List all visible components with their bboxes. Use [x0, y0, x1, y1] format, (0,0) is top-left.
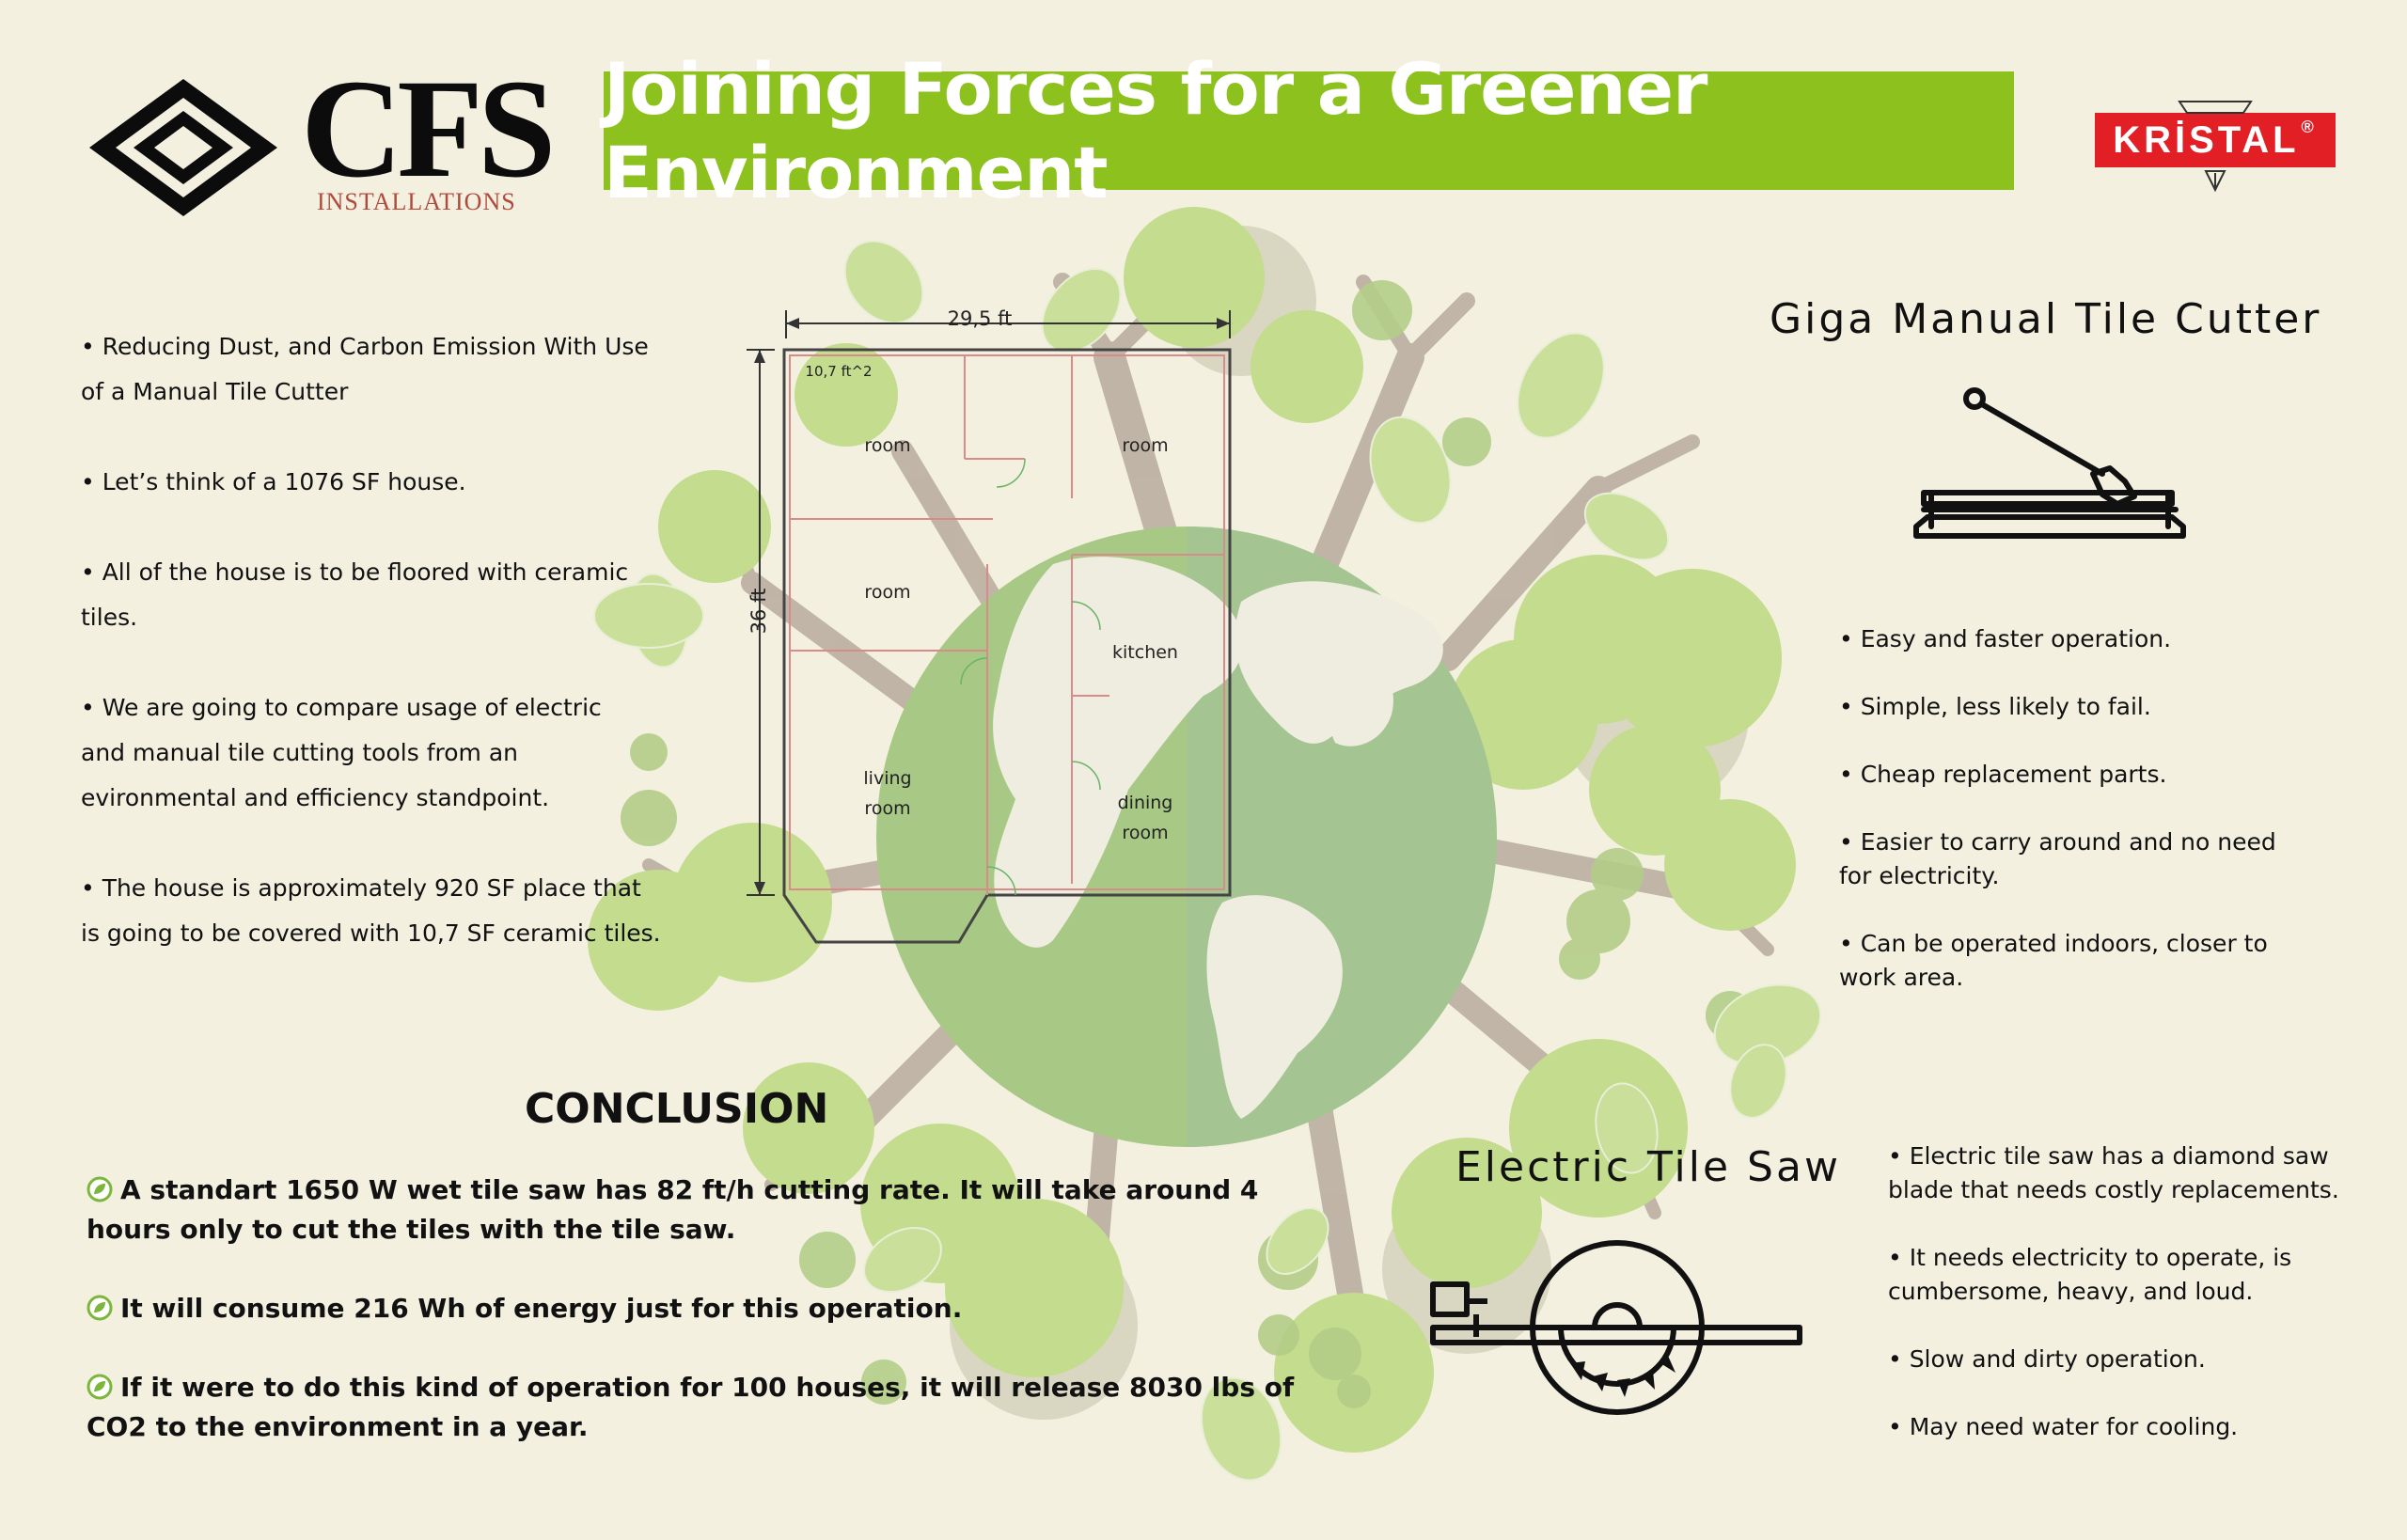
tile-size-label: 10,7 ft^2: [805, 363, 872, 380]
registered-mark: ®: [2301, 117, 2318, 136]
manual-benefit-item: • Can be operated indoors, closer to wor…: [1839, 930, 2268, 991]
width-label: 29,5 ft: [948, 307, 1013, 330]
conclusion-item: It will consume 216 Wh of energy just fo…: [81, 1289, 1303, 1328]
room-label: room: [864, 582, 910, 603]
manual-cutter-title: Giga Manual Tile Cutter: [1770, 295, 2322, 343]
intro-item: • We are going to compare usage of elect…: [81, 694, 602, 811]
electric-saw-title: Electric Tile Saw: [1455, 1143, 1841, 1191]
electric-drawback-item: • Slow and dirty operation.: [1888, 1345, 2206, 1373]
manual-benefits-list: • Easy and faster operation. • Simple, l…: [1839, 622, 2281, 1029]
tile-saw-icon: [1430, 1240, 1802, 1415]
kristal-logo-text: KRİSTAL: [2113, 118, 2300, 161]
floor-plan: 29,5 ft 36 ft 10,7 ft^2 room room room k…: [747, 307, 1232, 944]
electric-drawback-item: • Electric tile saw has a diamond saw bl…: [1888, 1142, 2339, 1203]
manual-tile-cutter-icon: [1913, 387, 2186, 539]
intro-item: • The house is approximately 920 SF plac…: [81, 874, 661, 947]
dining-room-label: dining: [1118, 793, 1173, 813]
living-room-label: living: [863, 768, 911, 789]
intro-item: • Let’s think of a 1076 SF house.: [81, 468, 466, 495]
manual-benefit-item: • Easy and faster operation.: [1839, 625, 2172, 652]
electric-drawback-item: • It needs electricity to operate, is cu…: [1888, 1244, 2292, 1305]
leaf-bullet-icon: [87, 1176, 113, 1202]
conclusion-text: A standart 1650 W wet tile saw has 82 ft…: [87, 1174, 1259, 1245]
electric-drawbacks-list: • Electric tile saw has a diamond saw bl…: [1888, 1139, 2377, 1478]
cfs-diamond-icon: [89, 79, 277, 216]
intro-item: • Reducing Dust, and Carbon Emission Wit…: [81, 333, 649, 405]
kristal-logo: KRİSTAL ®: [2095, 101, 2336, 199]
page-title: Joining Forces for a Greener Environment: [604, 47, 2014, 214]
dining-room-label: room: [1122, 823, 1168, 843]
cfs-logo-subtitle: INSTALLATIONS: [317, 188, 516, 215]
conclusion-list: A standart 1650 W wet tile saw has 82 ft…: [81, 1171, 1303, 1486]
conclusion-text: If it were to do this kind of operation …: [87, 1372, 1295, 1442]
living-room-label: room: [864, 798, 910, 819]
intro-item: • All of the house is to be floored with…: [81, 558, 629, 631]
room-label: room: [1122, 435, 1168, 456]
cfs-logo-text: CFS: [301, 51, 556, 207]
height-label: 36 ft: [747, 589, 770, 635]
conclusion-item: If it were to do this kind of operation …: [81, 1368, 1303, 1447]
manual-benefit-item: • Cheap replacement parts.: [1839, 761, 2167, 788]
electric-drawback-item: • May need water for cooling.: [1888, 1413, 2239, 1440]
leaf-bullet-icon: [87, 1374, 113, 1400]
manual-benefit-item: • Easier to carry around and no need for…: [1839, 828, 2276, 889]
manual-benefit-item: • Simple, less likely to fail.: [1839, 693, 2151, 720]
conclusion-item: A standart 1650 W wet tile saw has 82 ft…: [81, 1171, 1303, 1249]
intro-list: • Reducing Dust, and Carbon Emission Wit…: [81, 324, 683, 1001]
kitchen-label: kitchen: [1112, 642, 1178, 663]
room-label: room: [864, 435, 910, 456]
diamond-icon: [2178, 101, 2253, 193]
kristal-logo-box: KRİSTAL ®: [2095, 113, 2336, 167]
conclusion-title: CONCLUSION: [525, 1085, 829, 1133]
cfs-logo: CFS INSTALLATIONS: [89, 58, 569, 228]
leaf-bullet-icon: [87, 1295, 113, 1321]
conclusion-text: It will consume 216 Wh of energy just fo…: [120, 1293, 963, 1324]
